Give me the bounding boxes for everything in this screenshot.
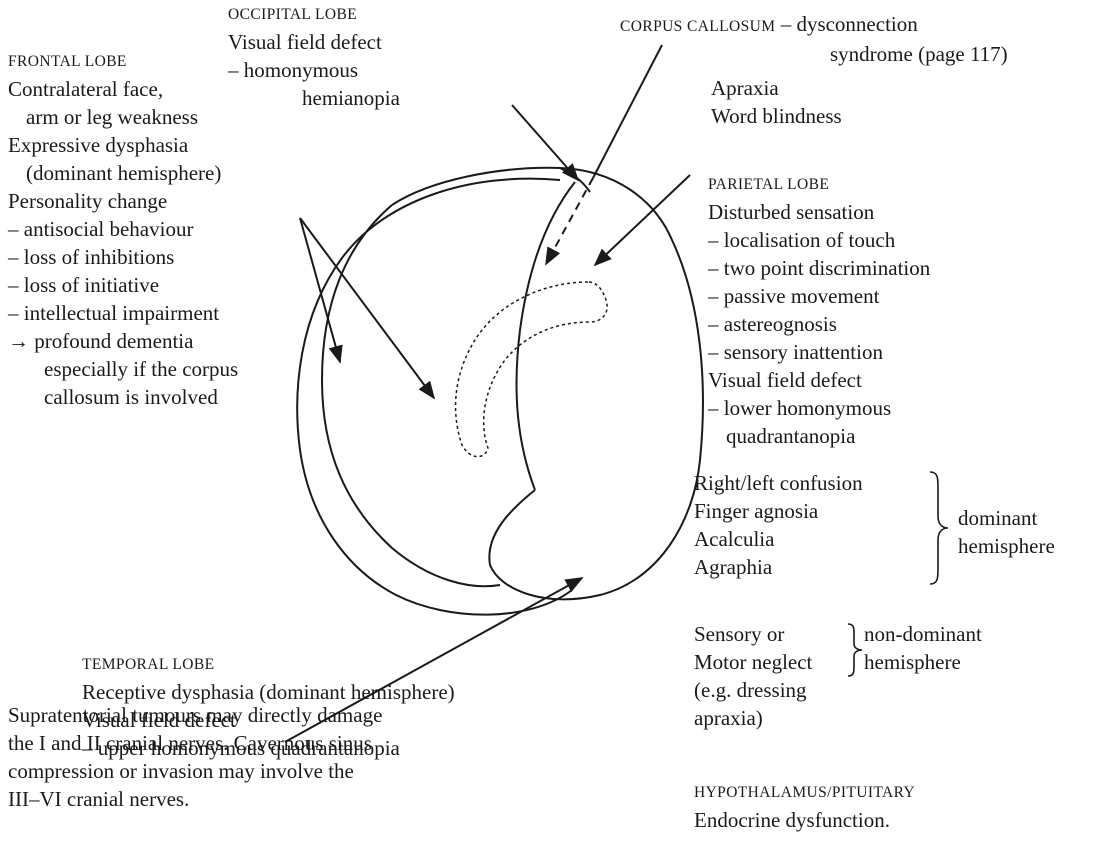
frontal-arrow-1	[300, 218, 340, 362]
supratentorial-line: Supratentorial tumours may directly dama…	[8, 701, 382, 729]
nondominant-label-line: hemisphere	[864, 648, 982, 676]
dominant-brace	[928, 470, 952, 586]
parietal-arrow	[595, 175, 690, 265]
corpus-subline: syndrome (page 117)	[620, 40, 1008, 68]
frontal-line: – loss of inhibitions	[8, 243, 238, 271]
parietal-lobe-block: PARIETAL LOBE Disturbed sensation – loca…	[708, 172, 930, 450]
hypothalamus-block: HYPOTHALAMUS/PITUITARY Endocrine dysfunc…	[694, 780, 915, 834]
corpus-line: Apraxia	[711, 74, 842, 102]
corpus-line: Word blindness	[711, 102, 842, 130]
supratentorial-line: compression or invasion may involve the	[8, 757, 382, 785]
frontal-line: Personality change	[8, 187, 238, 215]
nondominant-item: Motor neglect	[694, 648, 812, 676]
dominant-item: Agraphia	[694, 553, 863, 581]
dominant-label: dominant hemisphere	[958, 504, 1055, 560]
parietal-line: Disturbed sensation	[708, 198, 930, 226]
corpus-callosum-outline	[456, 282, 608, 457]
corpus-callosum-effects: Apraxia Word blindness	[711, 74, 842, 130]
parietal-line: – localisation of touch	[708, 226, 930, 254]
parietal-line: – two point discrimination	[708, 254, 930, 282]
nondominant-label: non-dominant hemisphere	[864, 620, 982, 676]
parietal-line: Visual field defect	[708, 366, 930, 394]
nondominant-extra: (e.g. dressing	[694, 676, 812, 704]
near-hemisphere-outline	[392, 168, 703, 600]
dominant-item: Acalculia	[694, 525, 863, 553]
hypothalamus-line: Endocrine dysfunction.	[694, 806, 915, 834]
corpus-heading-rest: – dysconnection	[775, 12, 917, 36]
nondominant-items: Sensory or Motor neglect (e.g. dressing …	[694, 620, 812, 732]
parietal-heading: PARIETAL LOBE	[708, 172, 930, 198]
parietal-line: – lower homonymous	[708, 394, 930, 422]
frontal-line: arm or leg weakness	[8, 103, 238, 131]
temporal-heading: TEMPORAL LOBE	[82, 652, 455, 678]
frontal-lobe-block: FRONTAL LOBE Contralateral face, arm or …	[8, 49, 238, 411]
far-hemisphere-outline	[297, 179, 572, 615]
frontal-line: Contralateral face,	[8, 75, 238, 103]
dominant-items: Right/left confusion Finger agnosia Acal…	[694, 469, 863, 581]
frontal-arrow-2	[300, 218, 434, 398]
frontal-line: – intellectual impairment	[8, 299, 238, 327]
frontal-line: → profound dementia	[8, 327, 238, 355]
dominant-label-line: dominant	[958, 504, 1055, 532]
parietal-line: quadrantanopia	[708, 422, 930, 450]
dominant-label-line: hemisphere	[958, 532, 1055, 560]
frontal-line: – antisocial behaviour	[8, 215, 238, 243]
parietal-line: – astereognosis	[708, 310, 930, 338]
occipital-line: – homonymous	[228, 56, 400, 84]
dominant-item: Right/left confusion	[694, 469, 863, 497]
frontal-heading: FRONTAL LOBE	[8, 49, 238, 75]
occipital-heading: OCCIPITAL LOBE	[228, 2, 400, 28]
supratentorial-line: the I and II cranial nerves. Cavernous s…	[8, 729, 382, 757]
parietal-line: – sensory inattention	[708, 338, 930, 366]
occipital-line: Visual field defect	[228, 28, 400, 56]
nondominant-label-line: non-dominant	[864, 620, 982, 648]
frontal-line: Expressive dysphasia	[8, 131, 238, 159]
frontal-line: especially if the corpus	[8, 355, 238, 383]
supratentorial-line: III–VI cranial nerves.	[8, 785, 382, 813]
corpus-callosum-block: CORPUS CALLOSUM – dysconnection syndrome…	[620, 10, 1008, 68]
nondominant-item: Sensory or	[694, 620, 812, 648]
nondominant-extra: apraxia)	[694, 704, 812, 732]
hypothalamus-heading: HYPOTHALAMUS/PITUITARY	[694, 780, 915, 806]
frontal-line: – loss of initiative	[8, 271, 238, 299]
nondominant-brace	[846, 622, 866, 678]
occipital-line: hemianopia	[228, 84, 400, 112]
supratentorial-paragraph: Supratentorial tumours may directly dama…	[8, 701, 382, 813]
parietal-line: – passive movement	[708, 282, 930, 310]
frontal-line: (dominant hemisphere)	[8, 159, 238, 187]
dominant-item: Finger agnosia	[694, 497, 863, 525]
corpus-heading: CORPUS CALLOSUM	[620, 18, 775, 35]
medial-edge	[322, 205, 500, 586]
frontal-line: callosum is involved	[8, 383, 238, 411]
occipital-lobe-block: OCCIPITAL LOBE Visual field defect – hom…	[228, 2, 400, 112]
